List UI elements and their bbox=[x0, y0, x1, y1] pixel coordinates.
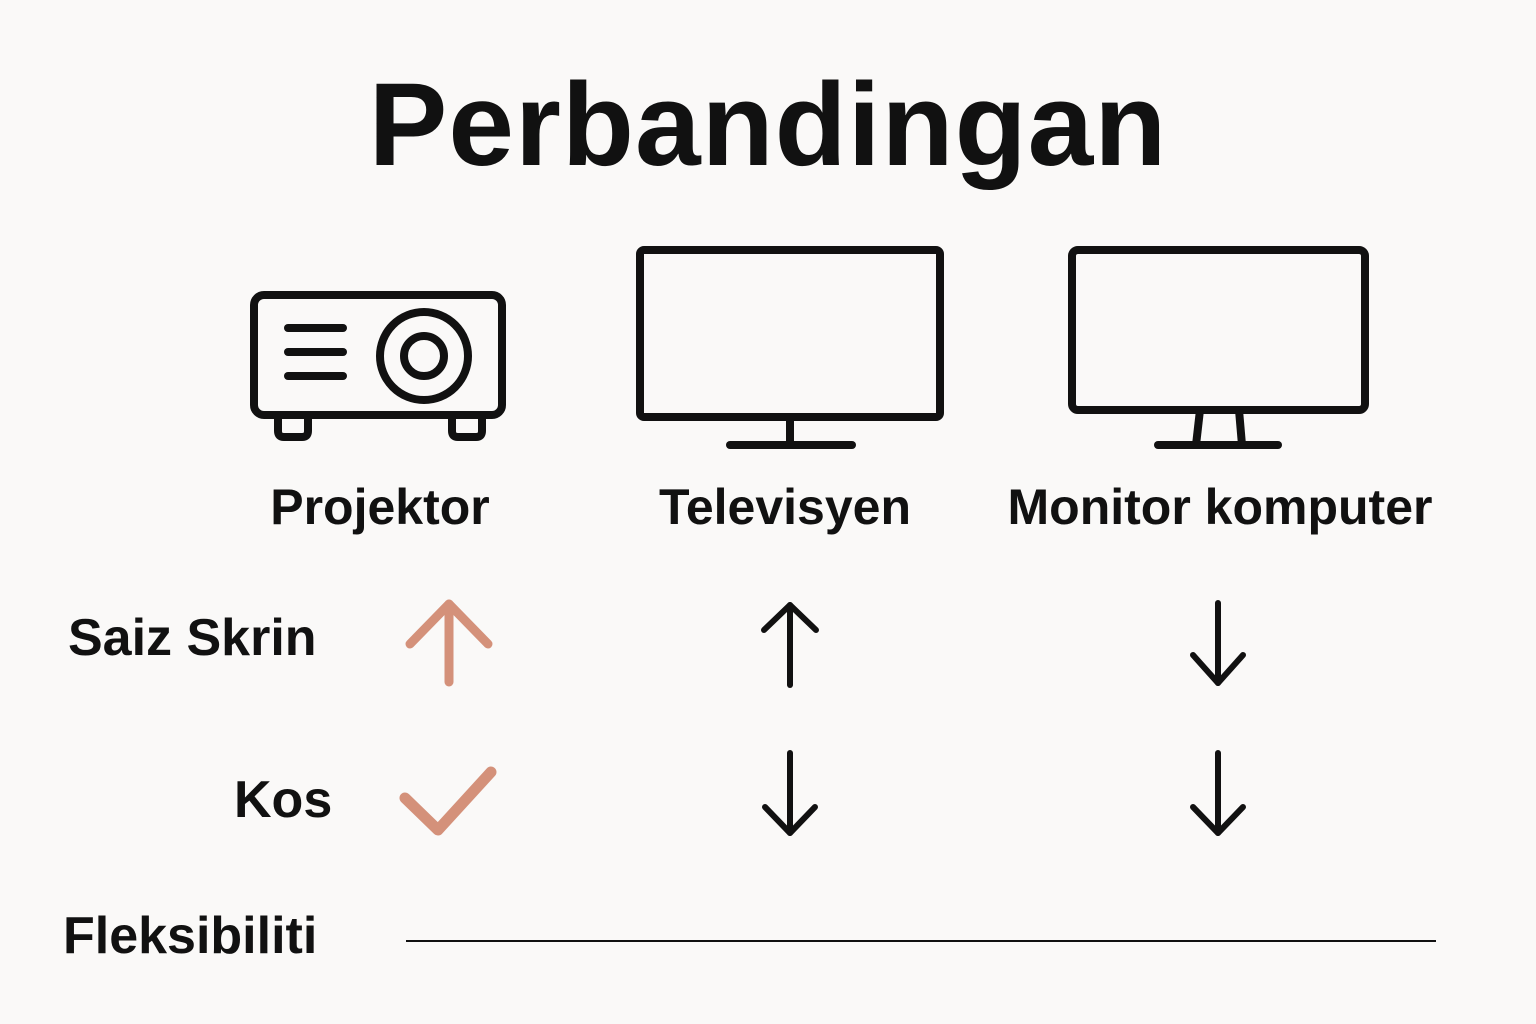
arrow-down-icon bbox=[1190, 750, 1246, 836]
arrow-up-icon bbox=[405, 599, 493, 687]
row-label-cost: Kos bbox=[234, 771, 333, 829]
monitor-icon bbox=[1068, 246, 1369, 449]
tv-icon bbox=[636, 246, 944, 449]
device-label-monitor: Monitor komputer bbox=[1007, 479, 1433, 535]
device-label-tv: Televisyen bbox=[658, 479, 911, 535]
arrow-down-icon bbox=[762, 750, 818, 836]
check-icon bbox=[399, 766, 497, 836]
arrow-down-icon bbox=[1190, 600, 1246, 686]
projector-icon bbox=[250, 291, 506, 441]
divider bbox=[406, 940, 1436, 942]
arrow-up-icon bbox=[761, 602, 819, 688]
device-label-projector: Projektor bbox=[270, 479, 490, 535]
row-label-screen-size: Saiz Skrin bbox=[68, 609, 317, 667]
page-title: Perbandingan bbox=[368, 59, 1168, 191]
row-label-flexibility: Fleksibiliti bbox=[63, 907, 318, 965]
